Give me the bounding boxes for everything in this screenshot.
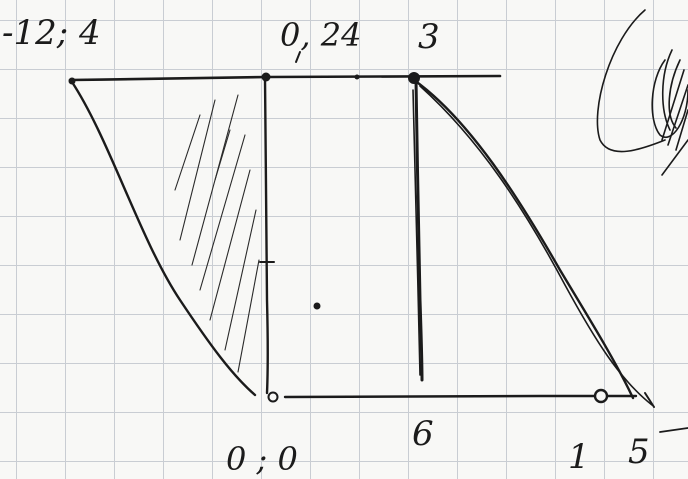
bottom-right-tick	[644, 392, 655, 408]
point-top-middle	[261, 72, 271, 82]
right-curve-trace	[419, 85, 653, 406]
vertical-line-x3-trace	[412, 89, 421, 376]
left-curve	[70, 80, 257, 397]
point-origin	[267, 391, 279, 403]
edge-scribble	[596, 9, 688, 176]
vertical-line-x3	[414, 78, 424, 382]
point-bottom-right	[593, 388, 609, 404]
top-edge-line	[68, 74, 502, 82]
label-top-left: -12; 4	[2, 13, 101, 53]
top-middle-comma	[295, 51, 301, 63]
y-axis-line	[263, 76, 269, 395]
label-origin: 0 ; 0	[226, 440, 298, 478]
point-top-dot	[354, 74, 360, 80]
label-bottom-right-2: 5	[628, 432, 650, 472]
point-top-right	[408, 72, 420, 84]
label-bottom-right-1: 1	[568, 437, 590, 477]
right-curve	[412, 78, 635, 400]
label-top-right: 3	[418, 17, 440, 57]
label-dash	[659, 427, 688, 433]
point-top-left	[68, 77, 76, 85]
center-dot	[313, 302, 321, 310]
bottom-edge-line	[283, 394, 638, 399]
label-bottom-middle: 6	[412, 414, 434, 454]
shaded-region	[174, 94, 260, 373]
label-top-middle: 0, 24	[280, 16, 361, 54]
